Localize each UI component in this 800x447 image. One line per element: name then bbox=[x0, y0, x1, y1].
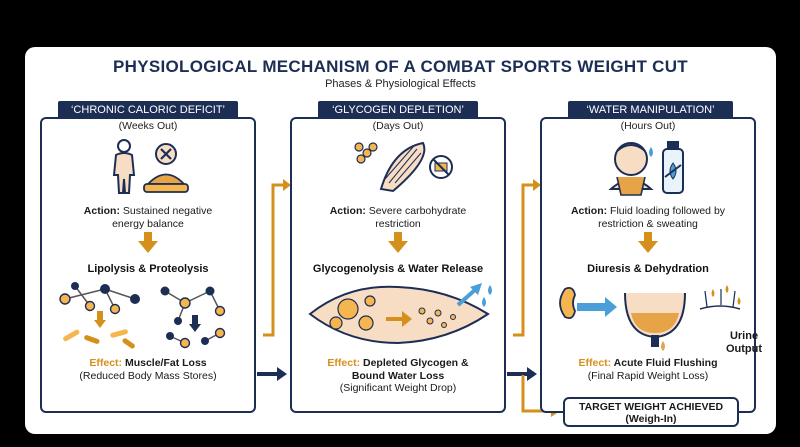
connector-navy-1-head bbox=[277, 367, 287, 381]
connector-gold-1 bbox=[263, 183, 283, 337]
process-glycogenolysis: Glycogenolysis & Water Release bbox=[312, 263, 484, 275]
molecule-breakdown-icon bbox=[59, 282, 226, 349]
diagram-title: PHYSIOLOGICAL MECHANISM OF A COMBAT SPOR… bbox=[112, 57, 688, 76]
phase-timing-hours: (Hours Out) bbox=[620, 120, 676, 132]
effect-text-water-manipulation: Effect: Acute Fluid Flushing (Final Rapi… bbox=[578, 357, 718, 382]
body-plate-icon bbox=[112, 139, 189, 194]
kidney-bladder-icon bbox=[559, 285, 741, 351]
connector-gold-1-head bbox=[283, 179, 291, 191]
down-arrow-icon bbox=[138, 232, 158, 253]
diagram-subtitle: Phases & Physiological Effects bbox=[325, 78, 476, 90]
target-weight-subtitle: (Weigh-In) bbox=[625, 413, 677, 425]
phase-tag-glycogen-depletion: ‘GLYCOGEN DEPLETION’ bbox=[318, 101, 478, 119]
connector-navy-2-head bbox=[527, 367, 537, 381]
phase-timing-days: (Days Out) bbox=[372, 120, 424, 132]
phase-timing-weeks: (Weeks Out) bbox=[118, 120, 178, 132]
muscle-carb-icon bbox=[354, 141, 453, 193]
down-arrow-icon bbox=[638, 232, 658, 253]
connector-gold-2 bbox=[513, 183, 533, 337]
diagram-card: PHYSIOLOGICAL MECHANISM OF A COMBAT SPOR… bbox=[25, 47, 776, 434]
phase-tag-water-manipulation: ‘WATER MANIPULATION’ bbox=[568, 101, 733, 119]
target-weight-box: TARGET WEIGHT ACHIEVED (Weigh-In) bbox=[563, 397, 739, 427]
athlete-water-bottle-icon bbox=[608, 141, 684, 196]
phase-panel-water-manipulation bbox=[540, 117, 756, 413]
effect-text-glycogen-depletion: Effect: Depleted Glycogen & Bound Water … bbox=[327, 357, 469, 394]
phase-tag-chronic-deficit: ‘CHRONIC CALORIC DEFICIT’ bbox=[58, 101, 238, 119]
effect-text-chronic-deficit: Effect: Muscle/Fat Loss (Reduced Body Ma… bbox=[79, 357, 217, 382]
glycogen-release-icon bbox=[308, 283, 492, 345]
action-text-glycogen-depletion: Action: Severe carbohydrate restriction bbox=[329, 205, 467, 230]
process-diuresis-dehydration: Diuresis & Dehydration bbox=[587, 263, 709, 275]
connector-gold-2-head bbox=[533, 179, 541, 191]
phase-panel-chronic-deficit bbox=[40, 117, 256, 413]
process-lipolysis-proteolysis: Lipolysis & Proteolysis bbox=[87, 263, 209, 275]
action-text-water-manipulation: Action: Fluid loading followed by restri… bbox=[570, 205, 726, 230]
target-weight-title: TARGET WEIGHT ACHIEVED bbox=[578, 401, 724, 413]
action-text-chronic-deficit: Action: Sustained negative energy balanc… bbox=[83, 205, 213, 230]
down-arrow-icon bbox=[388, 232, 408, 253]
